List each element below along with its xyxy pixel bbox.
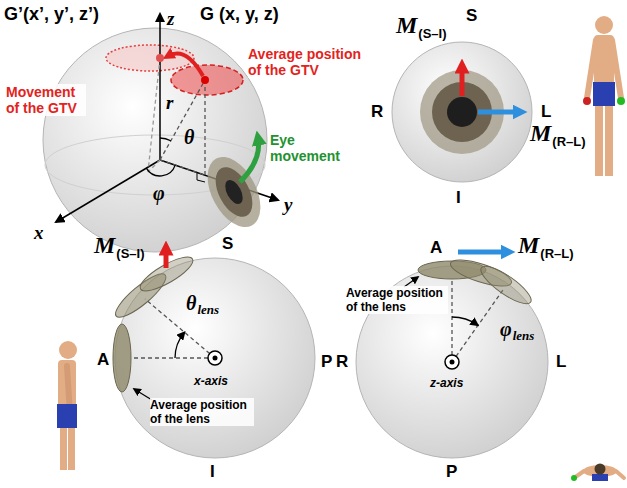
radius-line xyxy=(160,80,205,160)
subscript: (S–I) xyxy=(116,246,144,261)
angle-label: φ xyxy=(500,318,512,341)
angle-arc xyxy=(160,138,171,141)
direction-label: L xyxy=(556,352,566,372)
lens xyxy=(197,148,272,236)
angle-label: φ xyxy=(153,182,165,205)
angle-line xyxy=(452,290,503,362)
axis-label: x-axis xyxy=(194,374,228,388)
guide-lines xyxy=(452,280,503,362)
head xyxy=(595,464,606,475)
direction-label: I xyxy=(210,462,215,482)
subscript: lens xyxy=(513,328,535,344)
leg xyxy=(60,426,67,470)
reference-line xyxy=(451,280,452,362)
point-label: G’(x’, y’, z’) xyxy=(4,4,99,25)
subscript: lens xyxy=(197,302,219,318)
leg xyxy=(595,104,603,176)
projection-line xyxy=(148,160,160,172)
glove xyxy=(571,475,577,481)
axis-symbol xyxy=(450,360,455,365)
lens-note: Average position of the lens xyxy=(346,286,448,314)
gtv-moved-region xyxy=(106,45,194,71)
x-axis-line xyxy=(56,160,160,222)
reference-line xyxy=(132,357,215,358)
direction-label: P xyxy=(446,462,457,482)
gtv-average-region xyxy=(171,65,243,95)
shorts xyxy=(57,404,77,428)
direction-label: A xyxy=(430,238,442,258)
human-figure-top xyxy=(571,464,624,482)
arm xyxy=(616,471,624,478)
lens-note: Average position of the lens xyxy=(150,398,254,426)
lens xyxy=(476,260,535,309)
direction-label: P xyxy=(321,352,332,372)
human-figure-front xyxy=(583,16,625,176)
leg xyxy=(68,426,75,470)
direction-label: L xyxy=(541,102,551,122)
region-label: Movement of the GTV xyxy=(6,84,86,116)
shorts xyxy=(592,474,608,481)
direction-label: S xyxy=(222,234,233,254)
axis-symbol xyxy=(213,356,218,361)
subscript: (S–I) xyxy=(418,26,446,41)
head xyxy=(59,341,77,359)
angle-label: θ xyxy=(184,126,194,149)
direction-label: A xyxy=(97,350,109,370)
gtv-point xyxy=(201,76,209,84)
projection-line xyxy=(204,80,205,175)
point-label: G (x, y, z) xyxy=(200,4,279,25)
axis-symbol xyxy=(208,351,222,365)
direction-label: R xyxy=(371,102,383,122)
subscript: (R–L) xyxy=(540,246,573,261)
angle-label: θ xyxy=(186,292,196,315)
human-figure-side xyxy=(57,341,77,470)
angle-arc xyxy=(146,165,175,176)
radius-label: r xyxy=(166,92,173,114)
axis-label: y xyxy=(284,194,292,216)
gtv-movement-arrow xyxy=(168,54,203,77)
pupil xyxy=(447,97,477,127)
movement-symbol: M xyxy=(396,12,417,39)
movement-symbol: M xyxy=(518,232,539,259)
direction-label: R xyxy=(336,352,348,372)
axis-label: z xyxy=(167,8,174,30)
movement-symbol: M xyxy=(530,120,551,147)
direction-label: S xyxy=(466,6,477,26)
axis-label: z-axis xyxy=(430,376,463,390)
head xyxy=(595,16,613,34)
direction-label: I xyxy=(456,188,461,208)
glove xyxy=(583,97,591,105)
region-label: Average position of the GTV xyxy=(248,46,368,78)
shorts xyxy=(593,82,615,106)
angle-arc xyxy=(452,317,478,325)
right-left-arrow xyxy=(458,250,508,255)
superior-inferior-arrow xyxy=(164,248,169,268)
movement-symbol: M xyxy=(94,232,115,259)
projection-line xyxy=(148,58,160,172)
torso xyxy=(594,35,614,85)
projection-line xyxy=(160,160,205,175)
right-angle-mark xyxy=(197,172,205,182)
lens xyxy=(113,324,131,392)
leg xyxy=(605,104,613,176)
lens-outer xyxy=(197,148,272,236)
angle-arc xyxy=(175,332,184,358)
eyeball xyxy=(392,42,532,182)
gtv-point xyxy=(156,54,164,62)
eye-movement-arrow xyxy=(240,138,259,182)
motion-label: Eye movement xyxy=(270,132,342,164)
axis-label: x xyxy=(34,222,44,244)
glove xyxy=(617,97,625,105)
right-left-arrow xyxy=(478,110,520,115)
axis-symbol xyxy=(445,355,459,369)
subscript: (R–L) xyxy=(552,134,585,149)
superior-inferior-arrow xyxy=(460,66,465,96)
guide-lines xyxy=(148,58,205,175)
